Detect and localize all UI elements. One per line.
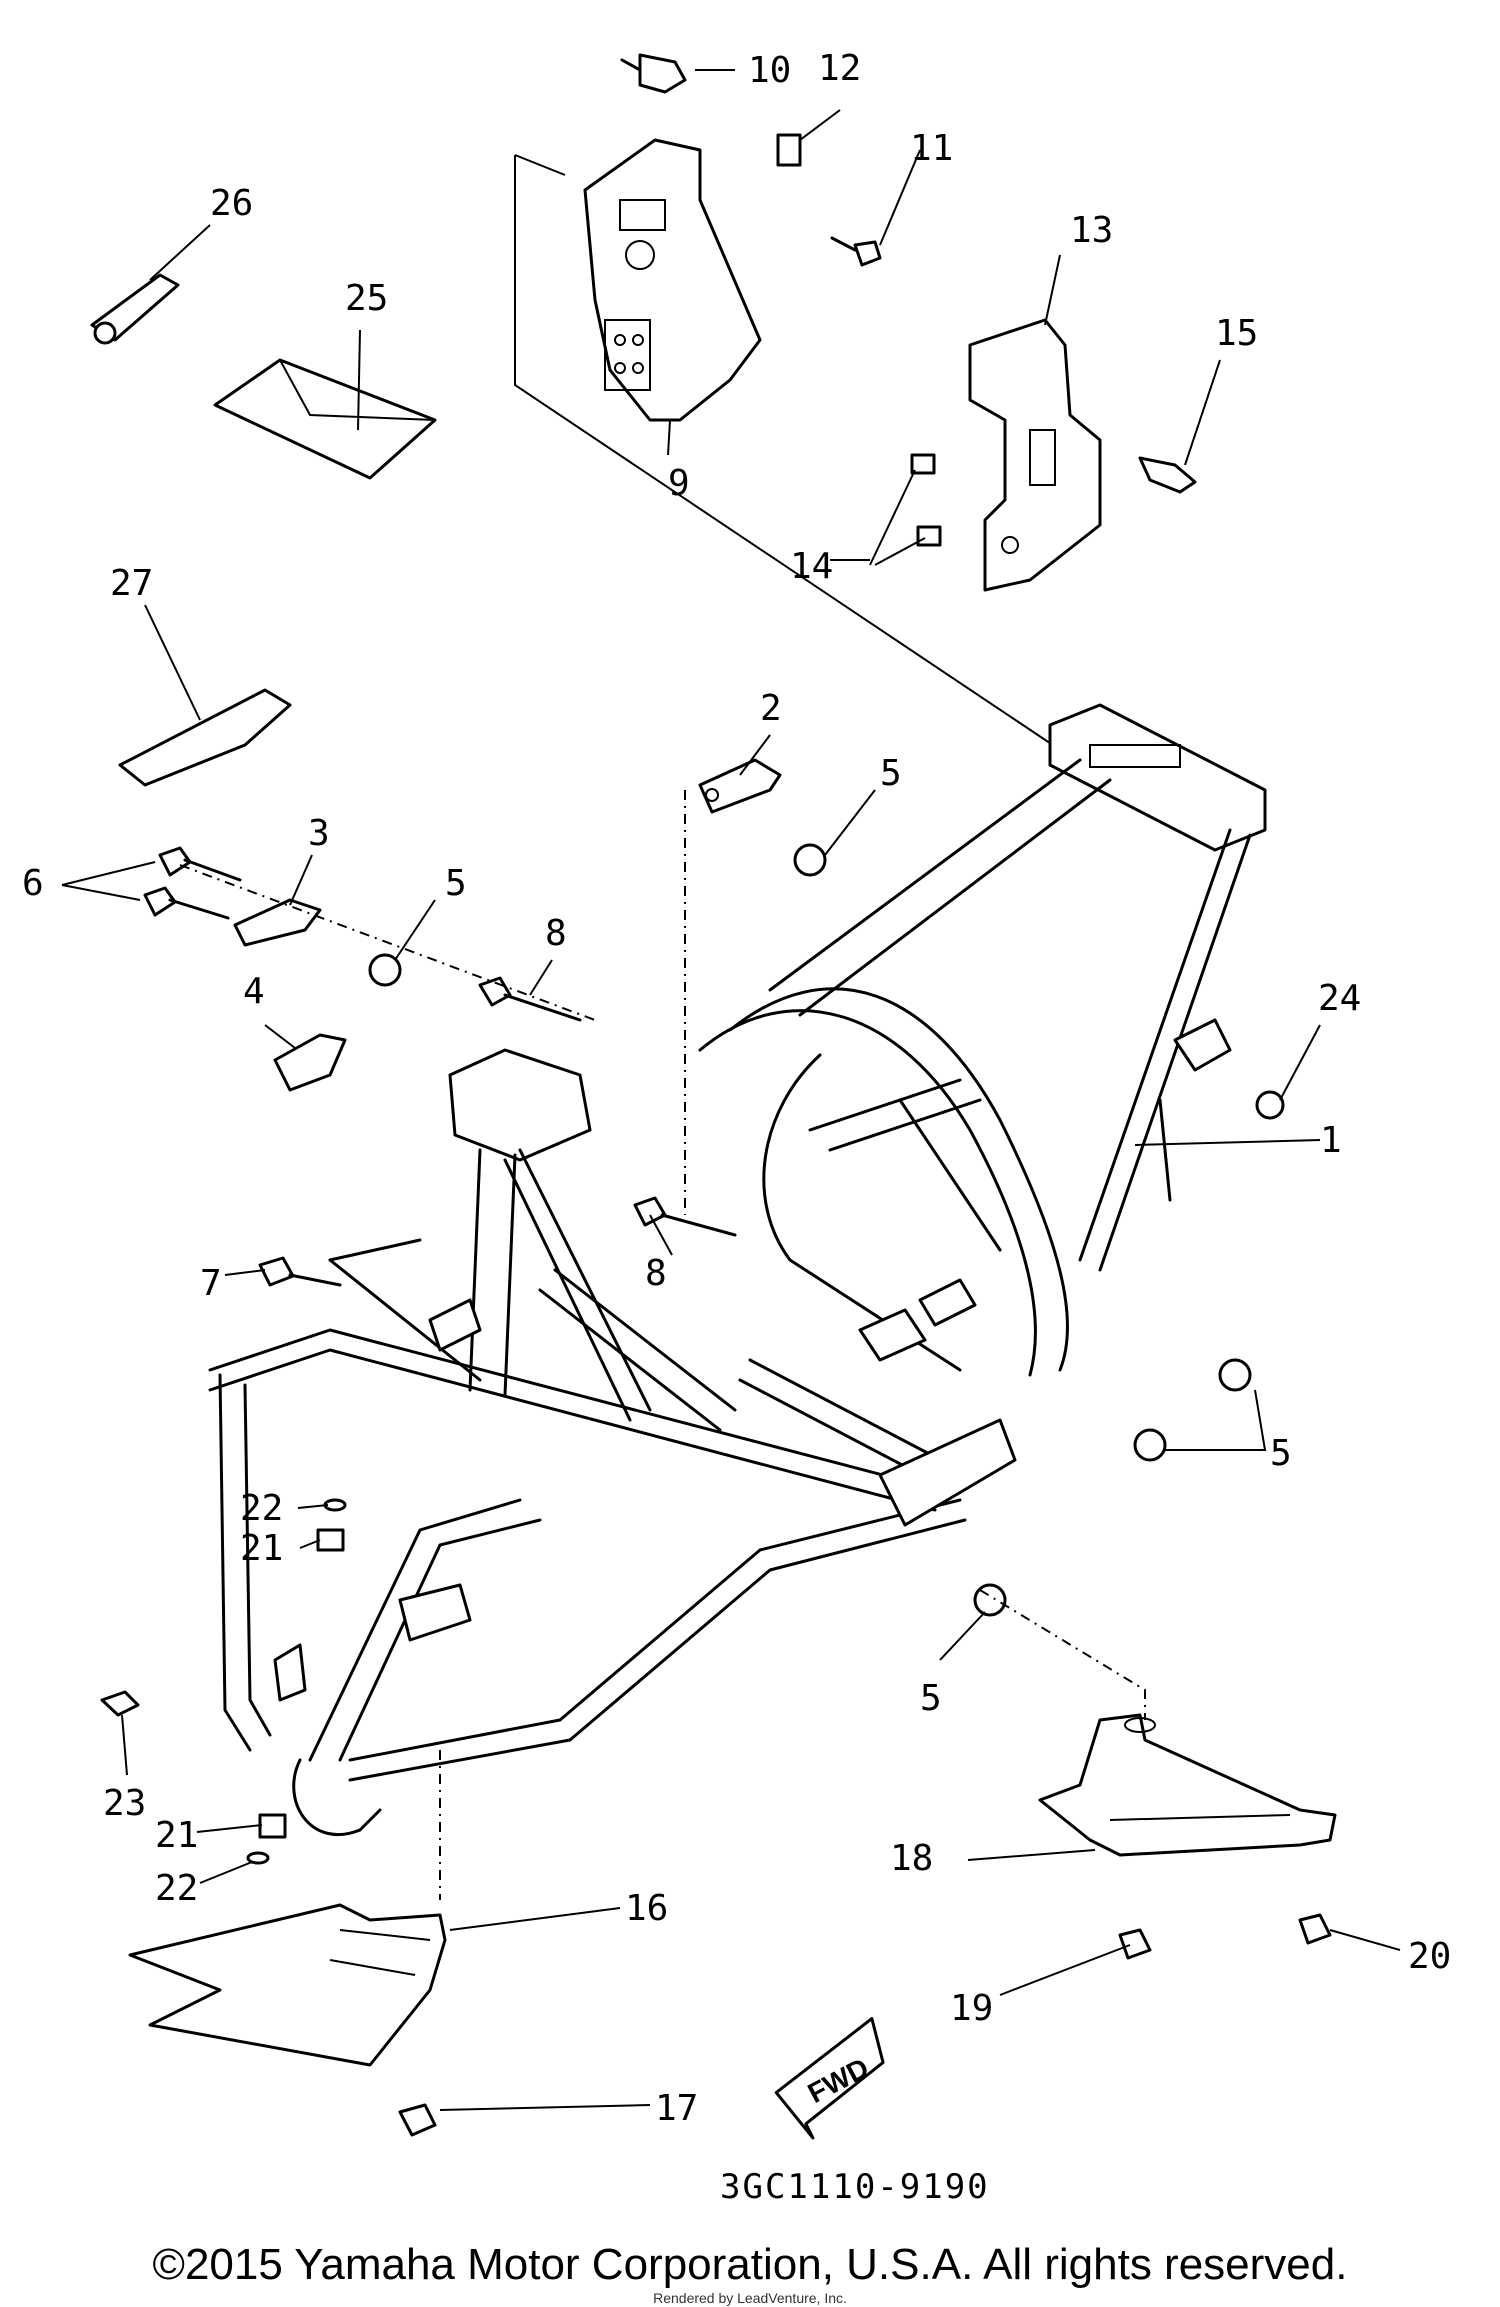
callout-5: 5 [920, 1678, 942, 1719]
clip-12 [776, 133, 802, 167]
callout-12: 12 [818, 48, 861, 89]
battery-holder-13 [968, 318, 1102, 592]
strap-26 [90, 273, 180, 345]
callout-8: 8 [645, 1253, 667, 1294]
callout-19: 19 [950, 1988, 993, 2029]
clip-23 [100, 1690, 140, 1717]
callout-18: 18 [890, 1838, 933, 1879]
cap-24 [1255, 1090, 1285, 1120]
fwd-arrow-icon: FWD [774, 2017, 885, 2140]
callout-26: 26 [210, 183, 253, 224]
bolt-8-a [478, 976, 582, 1022]
callout-2: 2 [760, 688, 782, 729]
callout-9: 9 [668, 463, 690, 504]
callout-14: 14 [790, 546, 833, 587]
callout-4: 4 [243, 971, 265, 1012]
bolt-15 [1138, 456, 1197, 494]
nut-5-d [1133, 1428, 1167, 1462]
callout-3: 3 [308, 813, 330, 854]
callout-17: 17 [655, 2088, 698, 2129]
callout-16: 16 [625, 1888, 668, 1929]
bolt-7 [258, 1256, 342, 1287]
callout-1: 1 [1320, 1120, 1342, 1161]
bolt-17 [398, 2103, 437, 2137]
tool-bag-25 [213, 358, 437, 480]
bolt-8-b [633, 1196, 737, 1237]
callout-5: 5 [880, 753, 902, 794]
callout-23: 23 [103, 1783, 146, 1824]
bolt-20 [1298, 1913, 1332, 1945]
callout-20: 20 [1408, 1936, 1451, 1977]
bolts-6 [143, 846, 242, 920]
callout-15: 15 [1215, 313, 1258, 354]
rendered-by-note: Rendered by LeadVenture, Inc. [653, 2290, 847, 2306]
damper-14 [910, 453, 942, 547]
leader-lines [121, 69, 1401, 2111]
nut-5-b [368, 953, 402, 987]
diagram-part-code: 3GC1110-9190 [720, 2167, 990, 2207]
screw-11 [830, 236, 882, 267]
callout-7: 7 [200, 1263, 222, 1304]
washer-22-lower [246, 1851, 270, 1865]
nut-5-c [1218, 1358, 1252, 1392]
collar-21-lower [258, 1813, 287, 1839]
callout-25: 25 [345, 278, 388, 319]
callout-21: 21 [240, 1528, 283, 1569]
bolt-19 [1118, 1928, 1152, 1960]
callout-27: 27 [110, 563, 153, 604]
collar-21-upper [316, 1528, 345, 1552]
block-4 [273, 1033, 347, 1092]
rear-bracket-18 [1038, 1713, 1337, 1857]
bolt-10 [620, 53, 687, 94]
bracket-2 [698, 758, 782, 814]
callout-5: 5 [1270, 1433, 1292, 1474]
callout-5: 5 [445, 863, 467, 904]
copyright-notice: ©2015 Yamaha Motor Corporation, U.S.A. A… [152, 2240, 1348, 2289]
callout-24: 24 [1318, 978, 1361, 1019]
skid-plate-16 [128, 1903, 447, 2067]
frame-1 [208, 703, 1267, 1837]
callout-labels: 10 12 11 13 15 14 9 25 26 27 2 5 3 6 5 8… [22, 48, 1451, 2207]
battery-bracket-9 [583, 138, 762, 422]
callout-6: 6 [22, 863, 44, 904]
callout-10: 10 [748, 50, 791, 91]
callout-8: 8 [545, 913, 567, 954]
bracket-3 [233, 898, 322, 947]
callout-22: 22 [240, 1488, 283, 1529]
nut-5-a [793, 843, 827, 877]
callout-13: 13 [1070, 210, 1113, 251]
callout-21: 21 [155, 1815, 198, 1856]
plate-27 [118, 688, 292, 787]
nut-5-e [973, 1583, 1007, 1617]
callout-22: 22 [155, 1868, 198, 1909]
callout-11: 11 [910, 128, 953, 169]
